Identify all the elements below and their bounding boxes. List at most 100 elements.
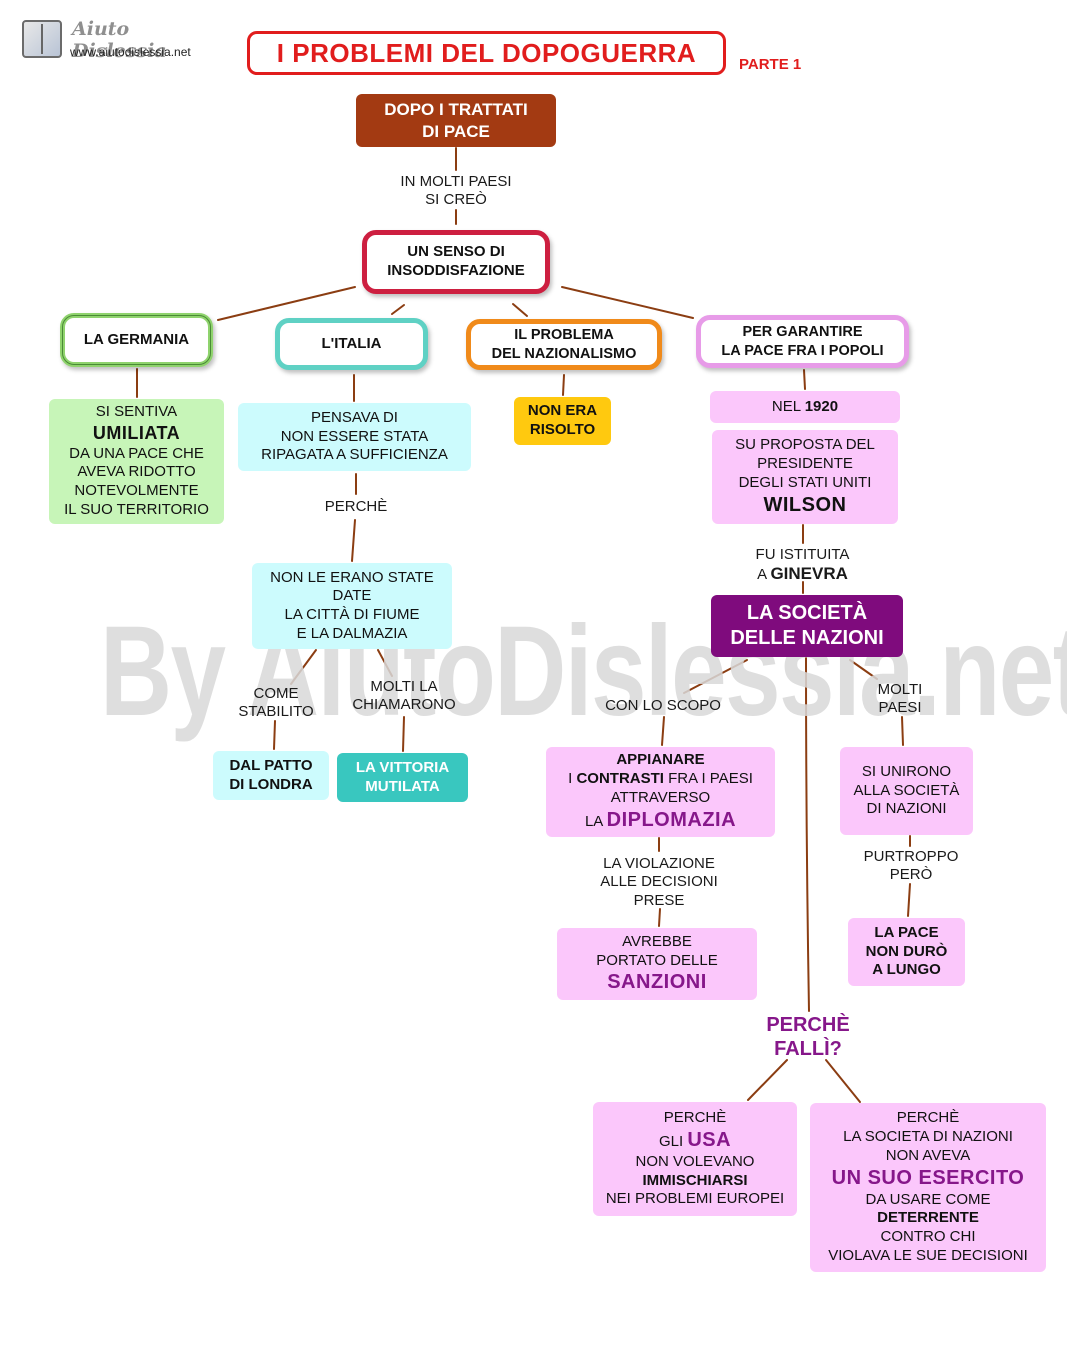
connector (661, 716, 665, 746)
node-text: SI UNIRONO (861, 762, 952, 780)
node-text: DEGLI STATI UNITI (738, 473, 872, 491)
node-text: CONTRO CHI (880, 1228, 976, 1246)
node-text: AVEVA RIDOTTO (77, 463, 196, 481)
node-text: DELLE NAZIONI (730, 627, 884, 649)
node-text: IMMISCHIARSI (642, 1171, 748, 1189)
link-violazione: LA VIOLAZIONE ALLE DECISIONI PRESE (580, 855, 738, 910)
page-title: I PROBLEMI DEL DOPOGUERRA (276, 37, 697, 68)
connector (273, 720, 276, 750)
node-text: I (568, 770, 577, 788)
node-text: USA (687, 1128, 732, 1151)
logo-title: Aiuto Dislessia (72, 18, 167, 62)
node-italia: L'ITALIA (275, 318, 428, 370)
node-text: DEL NAZIONALISMO (491, 345, 637, 362)
node-si-unirono: SI UNIRONO ALLA SOCIETÀ DI NAZIONI (840, 747, 973, 835)
link-text: ALLE DECISIONI (600, 873, 718, 891)
node-vittoria-mutilata: LA VITTORIA MUTILATA (337, 753, 468, 802)
node-esercito: PERCHÈ LA SOCIETA DI NAZIONI NON AVEVA U… (810, 1103, 1046, 1272)
node-text: SI SENTIVA (95, 403, 178, 421)
node-text: NEI PROBLEMI EUROPEI (605, 1190, 785, 1208)
node-text: MUTILATA (365, 777, 440, 795)
node-text: 1920 (804, 397, 839, 415)
node-pensava: PENSAVA DI NON ESSERE STATA RIPAGATA A S… (238, 403, 471, 471)
logo-url: www.aiutodislessia.net (70, 45, 191, 59)
link-text: MOLTI LA (370, 678, 438, 695)
node-text: PRESIDENTE (757, 455, 853, 473)
question-perche-falli: PERCHÈ FALLÌ? (748, 1013, 868, 1061)
node-text: UMILIATA (92, 423, 181, 444)
link-text: FU ISTITUITA (755, 546, 850, 563)
node-text: LA SOCIETA DI NAZIONI (843, 1128, 1013, 1146)
node-text: DA USARE COME (865, 1190, 991, 1208)
node-text: NOTEVOLMENTE (74, 482, 199, 500)
node-text: NON LE ERANO STATE (270, 568, 434, 586)
node-text: RIPAGATA A SUFFICIENZA (261, 446, 448, 464)
connector (825, 1059, 861, 1103)
node-text: NON DURÒ (865, 942, 948, 960)
connector (907, 883, 911, 917)
node-non-risolto: NON ERA RISOLTO (514, 397, 611, 445)
node-text: RISOLTO (529, 421, 596, 438)
connector (391, 304, 405, 315)
node-text: PERCHÈ (896, 1109, 960, 1127)
question-text: PERCHÈ (766, 1014, 850, 1036)
link-text: PAESI (878, 699, 922, 717)
node-usa: PERCHÈ GLI USA NON VOLEVANO IMMISCHIARSI… (593, 1102, 797, 1216)
link-text: IN MOLTI PAESI (400, 173, 512, 190)
link-label: IN MOLTI PAESI SI CREÒ (370, 173, 542, 210)
link-text: COME (253, 685, 299, 702)
node-text: NON ESSERE STATA (280, 427, 429, 445)
node-text: IL SUO TERRITORIO (64, 500, 209, 518)
node-text: DETERRENTE (877, 1209, 979, 1227)
connector (747, 1059, 788, 1101)
connector (901, 716, 904, 746)
node-text: UN SENSO DI (407, 243, 505, 261)
link-text: GINEVRA (770, 564, 848, 584)
connector (658, 908, 661, 927)
node-text: SANZIONI (607, 971, 707, 994)
node-text: LA GERMANIA (83, 330, 190, 348)
link-text: PURTROPPO (863, 848, 959, 865)
node-root: DOPO I TRATTATI DI PACE (356, 94, 556, 147)
node-text: DIPLOMAZIA (606, 808, 737, 831)
node-text: ATTRAVERSO (610, 788, 711, 806)
connector (562, 374, 565, 396)
node-text: DI LONDRA (229, 775, 313, 793)
node-text: APPIANARE (616, 751, 705, 769)
link-text: PRESE (633, 891, 685, 909)
node-text: PERCHÈ (663, 1109, 727, 1126)
node-text: DOPO I TRATTATI (384, 100, 528, 120)
node-text: PENSAVA DI (311, 408, 398, 426)
node-text: LA CITTÀ DI FIUME (284, 606, 420, 623)
node-text: PER GARANTIRE (742, 324, 863, 341)
node-text: LA SOCIETÀ (746, 602, 868, 624)
node-text: DATE (332, 587, 372, 605)
node-fiume-dalmazia: NON LE ERANO STATE DATE LA CITTÀ DI FIUM… (252, 563, 452, 649)
node-text: A LUNGO (872, 961, 941, 979)
link-molti-chiamarono: MOLTI LA CHIAMARONO (344, 678, 464, 715)
link-con-lo-scopo: CON LO SCOPO (592, 697, 734, 715)
node-garantire-pace: PER GARANTIRE LA PACE FRA I POPOLI (696, 315, 909, 368)
node-societa-nazioni: LA SOCIETÀ DELLE NAZIONI (711, 595, 903, 657)
node-text: DI NAZIONI (866, 800, 947, 818)
link-purtroppo: PURTROPPO PERÒ (856, 848, 966, 885)
link-text: CON LO SCOPO (605, 697, 721, 714)
site-logo[interactable]: Aiuto Dislessia www.aiutodislessia.net (20, 18, 220, 64)
connector (351, 519, 356, 562)
node-text: DAL PATTO (229, 756, 313, 774)
node-text: LA PACE FRA I POPOLI (721, 342, 884, 359)
question-text: FALLÌ? (774, 1038, 842, 1060)
link-text: STABILITO (238, 703, 314, 721)
node-text: LA PACE (874, 923, 939, 941)
link-text: MOLTI (877, 681, 923, 698)
link-come-stabilito: COME STABILITO (226, 685, 326, 722)
node-anno-1920: NEL 1920 (710, 391, 900, 423)
link-perche: PERCHÈ (306, 498, 406, 516)
node-appianare: APPIANARE I CONTRASTI FRA I PAESI ATTRAV… (546, 747, 775, 837)
node-text: ALLA SOCIETÀ (853, 781, 960, 799)
book-icon (22, 20, 62, 58)
node-text: NON ERA (527, 402, 598, 420)
node-text: DA UNA PACE CHE (69, 444, 204, 462)
node-text: FRA I PAESI (663, 770, 753, 788)
node-nazionalismo: IL PROBLEMA DEL NAZIONALISMO (466, 319, 662, 370)
